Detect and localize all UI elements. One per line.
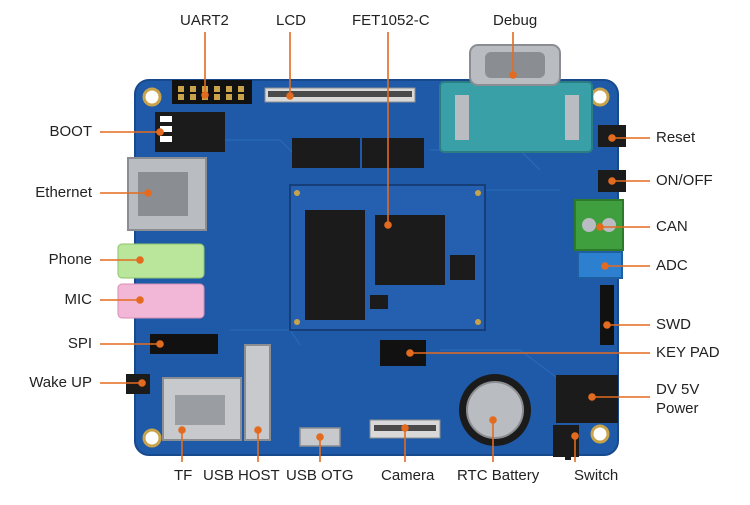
rtc-coin-cell-icon	[459, 374, 531, 446]
label-fet1052: FET1052-C	[352, 12, 430, 29]
audio-jack-icon	[117, 243, 205, 319]
uart2-header	[172, 80, 252, 104]
usb-host-port	[244, 344, 271, 441]
label-adc: ADC	[656, 257, 688, 274]
label-debug: Debug	[493, 12, 538, 29]
mounting-hole	[590, 424, 610, 444]
label-dv5v: DV 5V	[656, 381, 700, 398]
label-onoff: ON/OFF	[656, 172, 713, 189]
label-uart2: UART2	[180, 12, 229, 29]
leader-lines	[100, 32, 650, 462]
label-phone: Phone	[48, 251, 92, 268]
label-ethernet: Ethernet	[35, 184, 92, 201]
dc-power-jack	[556, 375, 618, 423]
sdram-chip	[292, 138, 424, 168]
label-swd: SWD	[656, 316, 691, 333]
label-rtc-battery: RTC Battery	[457, 467, 540, 484]
ethernet-jack-icon	[127, 157, 207, 231]
label-power: Power	[656, 400, 699, 417]
boot-dip-switch	[155, 112, 225, 152]
label-switch: Switch	[574, 467, 619, 484]
db9-connector-icon	[439, 44, 593, 153]
spi-header	[150, 334, 218, 354]
tf-slot	[162, 377, 242, 441]
label-usb-otg: USB OTG	[286, 467, 354, 484]
label-lcd: LCD	[276, 12, 307, 29]
label-keypad: KEY PAD	[656, 344, 720, 361]
label-tf: TF	[174, 467, 193, 484]
wakeup-button	[126, 374, 150, 394]
adc-potentiometer	[577, 251, 623, 279]
mounting-hole	[142, 87, 162, 107]
mounting-hole	[142, 428, 162, 448]
label-mic: MIC	[64, 291, 93, 308]
label-wakeup: Wake UP	[29, 374, 92, 391]
label-can: CAN	[656, 218, 688, 235]
lcd-connector	[264, 87, 416, 103]
swd-header	[600, 285, 614, 345]
mounting-hole	[590, 87, 610, 107]
label-usb-host: USB HOST	[203, 467, 280, 484]
label-reset: Reset	[656, 129, 696, 146]
label-camera: Camera	[381, 467, 435, 484]
label-boot: BOOT	[49, 123, 92, 140]
label-spi: SPI	[67, 335, 92, 352]
